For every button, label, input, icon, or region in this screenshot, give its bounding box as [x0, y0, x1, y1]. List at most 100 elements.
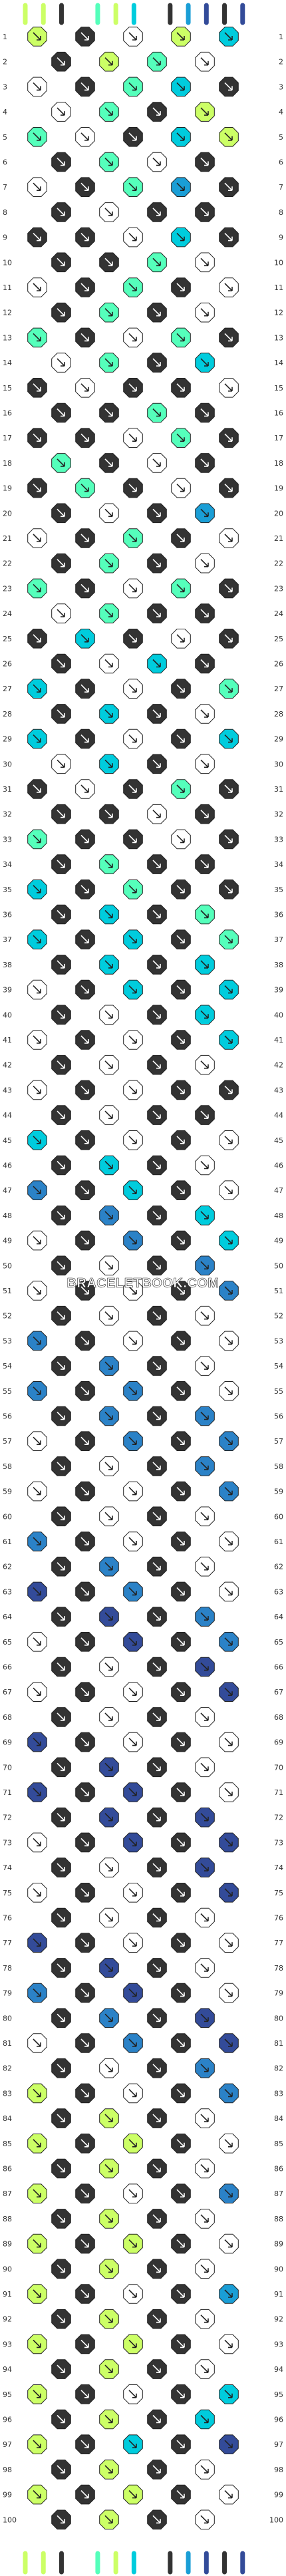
- row-number: 32: [3, 810, 12, 819]
- knot-arrow-icon: [80, 1136, 89, 1144]
- knot-arrow-icon: [152, 1261, 161, 1270]
- knot-arrow-icon: [80, 1336, 89, 1345]
- knot-arrow-icon: [176, 2088, 185, 2098]
- knot-arrow-icon: [128, 2490, 137, 2499]
- knot-arrow-icon: [33, 182, 41, 191]
- row-number: 84: [274, 2114, 283, 2123]
- row-number: 13: [3, 333, 12, 342]
- row-number: 99: [274, 2491, 283, 2499]
- knot-arrow-icon: [224, 1687, 233, 1696]
- knot-arrow-icon: [224, 233, 233, 242]
- knot-arrow-icon: [224, 1938, 233, 1947]
- knot-arrow-icon: [104, 2013, 113, 2022]
- row-number: 74: [3, 1863, 12, 1872]
- knot-arrow-icon: [224, 1336, 233, 1345]
- row-number: 42: [274, 1061, 283, 1070]
- knot-arrow-icon: [128, 1938, 137, 1947]
- knot-arrow-icon: [152, 1712, 161, 1721]
- row-number: 66: [274, 1663, 283, 1672]
- knot-arrow-icon: [176, 2239, 185, 2248]
- row-number: 86: [274, 2165, 283, 2174]
- knot-grid: [27, 27, 239, 2530]
- knot-arrow-icon: [152, 1160, 161, 1170]
- row-number: 6: [279, 158, 283, 167]
- knot-arrow-icon: [57, 2064, 65, 2072]
- knot-arrow-icon: [128, 1386, 137, 1395]
- knot-arrow-icon: [33, 1788, 41, 1796]
- knot-arrow-icon: [128, 1738, 137, 1746]
- row-number: 37: [3, 935, 12, 944]
- knot-arrow-icon: [57, 208, 65, 216]
- knot-arrow-icon: [128, 2289, 137, 2298]
- row-number: 66: [3, 1663, 12, 1672]
- knot-arrow-icon: [176, 32, 185, 41]
- knot-arrow-icon: [104, 208, 113, 216]
- row-number: 3: [279, 82, 283, 91]
- knot-arrow-icon: [152, 2465, 161, 2474]
- knot-arrow-icon: [57, 1913, 65, 1922]
- knot-arrow-icon: [152, 408, 161, 417]
- knot-arrow-icon: [200, 1411, 209, 1420]
- knot-arrow-icon: [200, 1261, 209, 1270]
- row-number: 50: [274, 1261, 283, 1270]
- row-number: 11: [274, 283, 283, 292]
- row-number: 68: [3, 1713, 12, 1722]
- knot-arrow-icon: [176, 1888, 185, 1897]
- row-number: 36: [3, 911, 12, 919]
- knot-arrow-icon: [128, 1136, 137, 1144]
- row-number: 1: [279, 33, 283, 41]
- row-number: 59: [274, 1488, 283, 1496]
- knot-arrow-icon: [152, 609, 161, 617]
- knot-arrow-icon: [80, 1286, 89, 1295]
- knot-arrow-icon: [176, 1186, 185, 1194]
- knot-arrow-icon: [57, 2013, 65, 2022]
- knot-arrow-icon: [152, 1963, 161, 1972]
- knot-arrow-icon: [224, 383, 233, 392]
- row-number: 6: [3, 158, 7, 167]
- knot-arrow-icon: [128, 2339, 137, 2348]
- knot-arrow-icon: [152, 659, 161, 668]
- row-number: 78: [274, 1964, 283, 1973]
- knot-arrow-icon: [176, 935, 185, 943]
- row-number: 21: [3, 534, 12, 543]
- knot-arrow-icon: [57, 2364, 65, 2373]
- knot-arrow-icon: [152, 960, 161, 969]
- knot-arrow-icon: [128, 885, 137, 893]
- knot-arrow-icon: [57, 1211, 65, 1219]
- knot-arrow-icon: [200, 2114, 209, 2122]
- row-number: 53: [274, 1337, 283, 1345]
- knot-arrow-icon: [33, 383, 41, 392]
- knot-arrow-icon: [33, 1537, 41, 1545]
- row-number: 58: [274, 1462, 283, 1471]
- knot-arrow-icon: [57, 1712, 65, 1721]
- knot-arrow-icon: [152, 1010, 161, 1019]
- knot-arrow-icon: [57, 559, 65, 567]
- knot-arrow-icon: [33, 132, 41, 141]
- knot-arrow-icon: [128, 2189, 137, 2197]
- row-number: 3: [3, 82, 7, 91]
- row-number: 87: [3, 2189, 12, 2198]
- row-number: 76: [3, 1914, 12, 1923]
- row-numbers-right: 1234567891011121314151617181920212223242…: [269, 33, 283, 2524]
- knot-arrow-icon: [224, 634, 233, 643]
- knot-arrow-icon: [152, 458, 161, 467]
- knot-arrow-icon: [33, 2390, 41, 2398]
- row-number: 85: [274, 2140, 283, 2148]
- knot-arrow-icon: [57, 57, 65, 66]
- knot-arrow-icon: [128, 1436, 137, 1445]
- row-number: 88: [274, 2215, 283, 2223]
- knot-arrow-icon: [80, 1085, 89, 1094]
- row-number: 7: [279, 183, 283, 192]
- row-number: 12: [3, 309, 12, 317]
- knot-arrow-icon: [57, 1411, 65, 1420]
- knot-arrow-icon: [128, 1537, 137, 1545]
- knot-arrow-icon: [152, 2364, 161, 2373]
- row-number: 53: [3, 1337, 12, 1345]
- knot-arrow-icon: [152, 57, 161, 66]
- knot-arrow-icon: [176, 1386, 185, 1395]
- row-number: 96: [274, 2416, 283, 2424]
- row-number: 16: [274, 409, 283, 418]
- knot-arrow-icon: [80, 734, 89, 743]
- row-number: 24: [3, 609, 12, 618]
- row-number: 43: [274, 1086, 283, 1094]
